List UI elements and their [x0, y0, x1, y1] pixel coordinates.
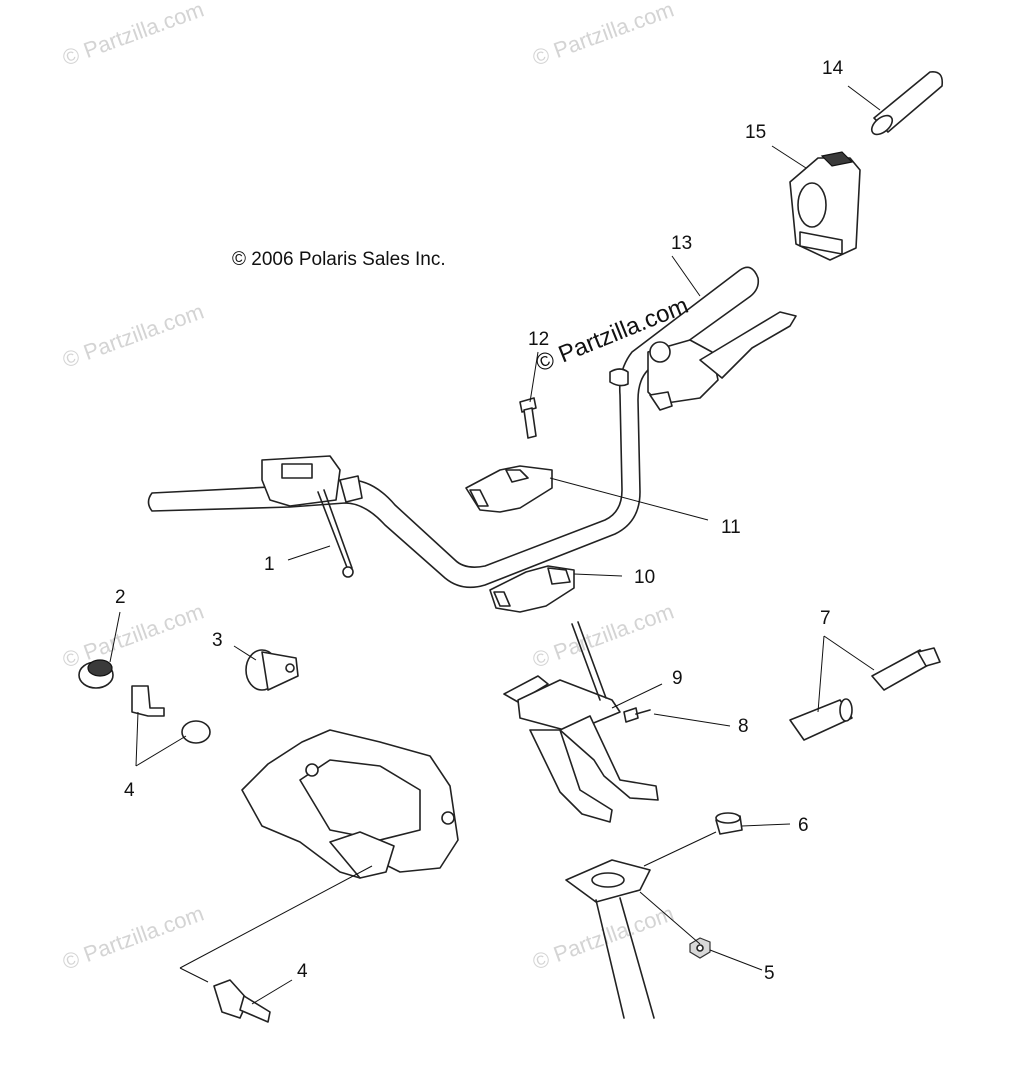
- connector-part: [789, 647, 941, 741]
- watermark: © Partzilla.com: [529, 0, 677, 71]
- callout-4-lower: 4: [297, 961, 308, 982]
- callout-15: 15: [745, 122, 766, 143]
- headlight-pod-part: [241, 729, 459, 879]
- callout-9: 9: [672, 668, 683, 689]
- handlebar-part: [147, 266, 760, 589]
- callout-8: 8: [738, 716, 749, 737]
- upper-clamp-part: [465, 465, 553, 513]
- bushing-part: [715, 812, 743, 835]
- watermark: © Partzilla.com: [59, 0, 207, 71]
- switch-assembly-part: [789, 151, 861, 261]
- nut-part: [689, 937, 711, 959]
- callout-6: 6: [798, 815, 809, 836]
- grip-part: [870, 70, 944, 136]
- steering-bracket-part: [503, 621, 659, 823]
- callout-14: 14: [822, 58, 844, 79]
- plug-connector-part: [213, 979, 271, 1023]
- bolt-part: [519, 397, 537, 439]
- callout-labels: 1 2 3 4 4 5 6 7 8 9 10 11 12 13 14 15: [115, 58, 844, 984]
- callout-2: 2: [115, 587, 126, 608]
- switch-housing-part: [261, 455, 363, 578]
- screw-part: [623, 707, 651, 723]
- callout-5: 5: [764, 963, 775, 984]
- callout-7: 7: [820, 608, 831, 629]
- leader-lines: [109, 85, 881, 1005]
- watermark: © Partzilla.com: [59, 299, 207, 373]
- watermark: © Partzilla.com: [529, 901, 677, 975]
- callout-11: 11: [721, 517, 741, 538]
- callout-3: 3: [212, 630, 223, 651]
- steering-shaft-part: [565, 859, 655, 1019]
- callout-12: 12: [528, 329, 549, 350]
- copyright-text: © 2006 Polaris Sales Inc.: [232, 249, 446, 270]
- watermark: © Partzilla.com: [59, 901, 207, 975]
- watermark: © Partzilla.com: [529, 599, 677, 673]
- plug-parts: [78, 649, 299, 744]
- watermark: © Partzilla.com: [59, 599, 207, 673]
- callout-4-upper: 4: [124, 780, 135, 801]
- brake-lever-part: [647, 311, 797, 411]
- lower-clamp-part: [489, 565, 575, 613]
- callout-10: 10: [634, 567, 655, 588]
- callout-13: 13: [671, 233, 692, 254]
- callout-1: 1: [264, 554, 275, 575]
